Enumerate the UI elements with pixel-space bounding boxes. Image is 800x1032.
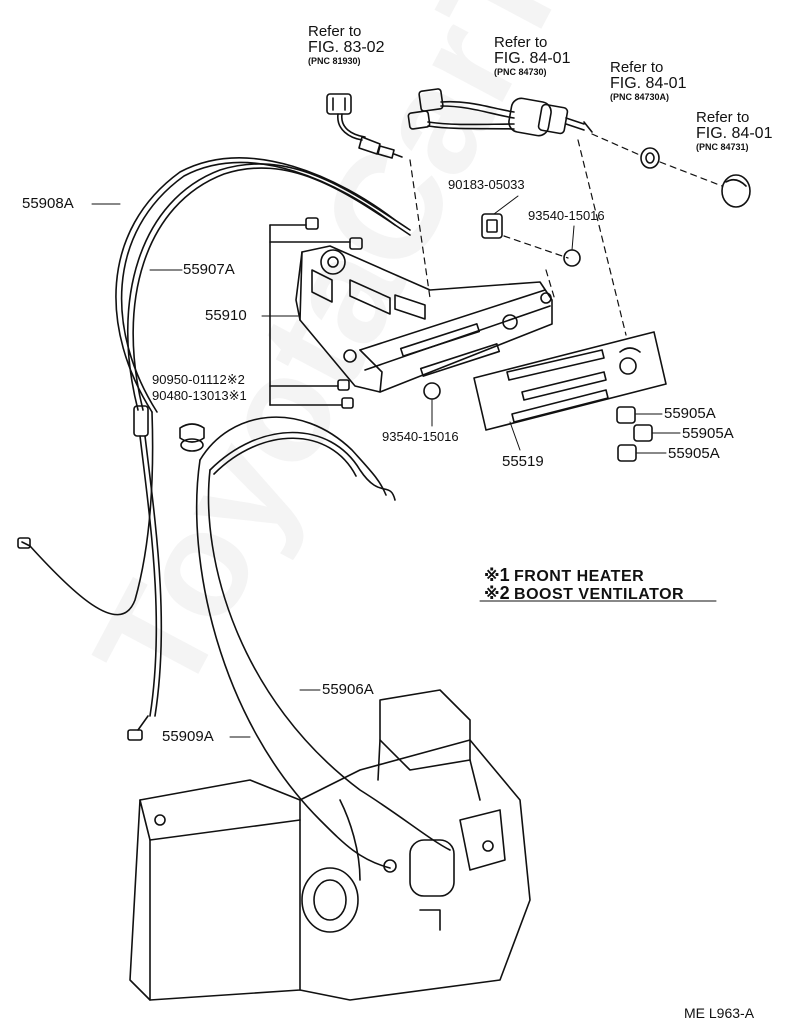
ref-pnc: (PNC 84730A) bbox=[610, 91, 670, 102]
ref-pnc: (PNC 81930) bbox=[308, 55, 361, 66]
knob-55905a-1 bbox=[616, 406, 636, 424]
knob-55905a-2 bbox=[633, 424, 653, 442]
part-label-93540-top: 93540-15016 bbox=[528, 208, 605, 223]
ref-fig-83-02: Refer to FIG. 83-02 (PNC 81930) bbox=[308, 24, 384, 66]
legend-text: BOOST VENTILATOR bbox=[514, 586, 685, 603]
legend-item-boost-ventilator: ※2 BOOST VENTILATOR bbox=[484, 584, 684, 603]
dashed-leaders bbox=[409, 133, 723, 336]
legend-mark: ※ bbox=[484, 586, 500, 603]
part-label-55519: 55519 bbox=[502, 453, 544, 470]
legend-text: FRONT HEATER bbox=[514, 568, 645, 585]
note-mark-1: ※1 bbox=[228, 388, 247, 403]
ref-fig-84-01-knob-a: Refer to FIG. 84-01 (PNC 84730A) bbox=[610, 60, 686, 102]
ref-fig-number: FIG. 83-02 bbox=[308, 38, 385, 56]
part-label-55908a: 55908A bbox=[22, 195, 74, 212]
clips bbox=[269, 217, 363, 409]
part-label-55907a: 55907A bbox=[183, 261, 235, 278]
cable-55906A bbox=[207, 431, 451, 851]
part-label-90950: 90950-01112※2 bbox=[152, 372, 245, 387]
ref-fig-84-01-knob-b: Refer to FIG. 84-01 (PNC 84731) bbox=[696, 110, 772, 152]
cable-55907A bbox=[127, 163, 411, 741]
heater-unit bbox=[129, 689, 531, 1001]
part-label-90480: 90480-13013※1 bbox=[152, 388, 247, 403]
part-label-55905a-2: 55905A bbox=[682, 425, 734, 442]
part-label-55910: 55910 bbox=[205, 307, 247, 324]
part-label-55906a: 55906A bbox=[322, 681, 374, 698]
part-label-55909a: 55909A bbox=[162, 728, 214, 745]
ref-fig-84-01-switch: Refer to FIG. 84-01 (PNC 84730) bbox=[494, 35, 570, 77]
screw-symbol-bottom bbox=[423, 382, 441, 400]
ref-fig-number: FIG. 84-01 bbox=[610, 74, 687, 92]
legend-mark: ※ bbox=[484, 568, 500, 585]
legend-number: 1 bbox=[499, 565, 510, 585]
ref-refer-text: Refer to bbox=[696, 109, 750, 126]
label-leaders bbox=[91, 195, 717, 738]
ref-refer-text: Refer to bbox=[610, 59, 664, 76]
ref-fig-number: FIG. 84-01 bbox=[696, 124, 773, 142]
part-label-90183: 90183-05033 bbox=[448, 177, 525, 192]
part-label-55905a-3: 55905A bbox=[668, 445, 720, 462]
ref-refer-text: Refer to bbox=[308, 23, 362, 40]
grommet bbox=[179, 423, 205, 452]
ref-pnc: (PNC 84731) bbox=[696, 141, 749, 152]
control-knob-small bbox=[640, 147, 660, 169]
face-plate bbox=[473, 331, 667, 431]
control-knob-large bbox=[721, 174, 751, 208]
part-label-93540-bottom: 93540-15016 bbox=[382, 429, 459, 444]
heater-control-body bbox=[295, 245, 553, 393]
note-mark-2: ※2 bbox=[226, 372, 245, 387]
legend-number: 2 bbox=[499, 583, 510, 603]
blower-switch bbox=[407, 88, 593, 137]
temperature-sensor-connector bbox=[326, 93, 403, 159]
ref-pnc: (PNC 84730) bbox=[494, 66, 547, 77]
cable-55909A bbox=[195, 416, 397, 873]
legend-item-front-heater: ※1 FRONT HEATER bbox=[484, 566, 644, 585]
clip-90183 bbox=[481, 213, 503, 239]
ref-refer-text: Refer to bbox=[494, 34, 548, 51]
knob-55905a-3 bbox=[617, 444, 637, 462]
ref-fig-number: FIG. 84-01 bbox=[494, 49, 571, 67]
diagram-code: ME L963-A bbox=[684, 1005, 755, 1021]
part-label-55905a-1: 55905A bbox=[664, 405, 716, 422]
